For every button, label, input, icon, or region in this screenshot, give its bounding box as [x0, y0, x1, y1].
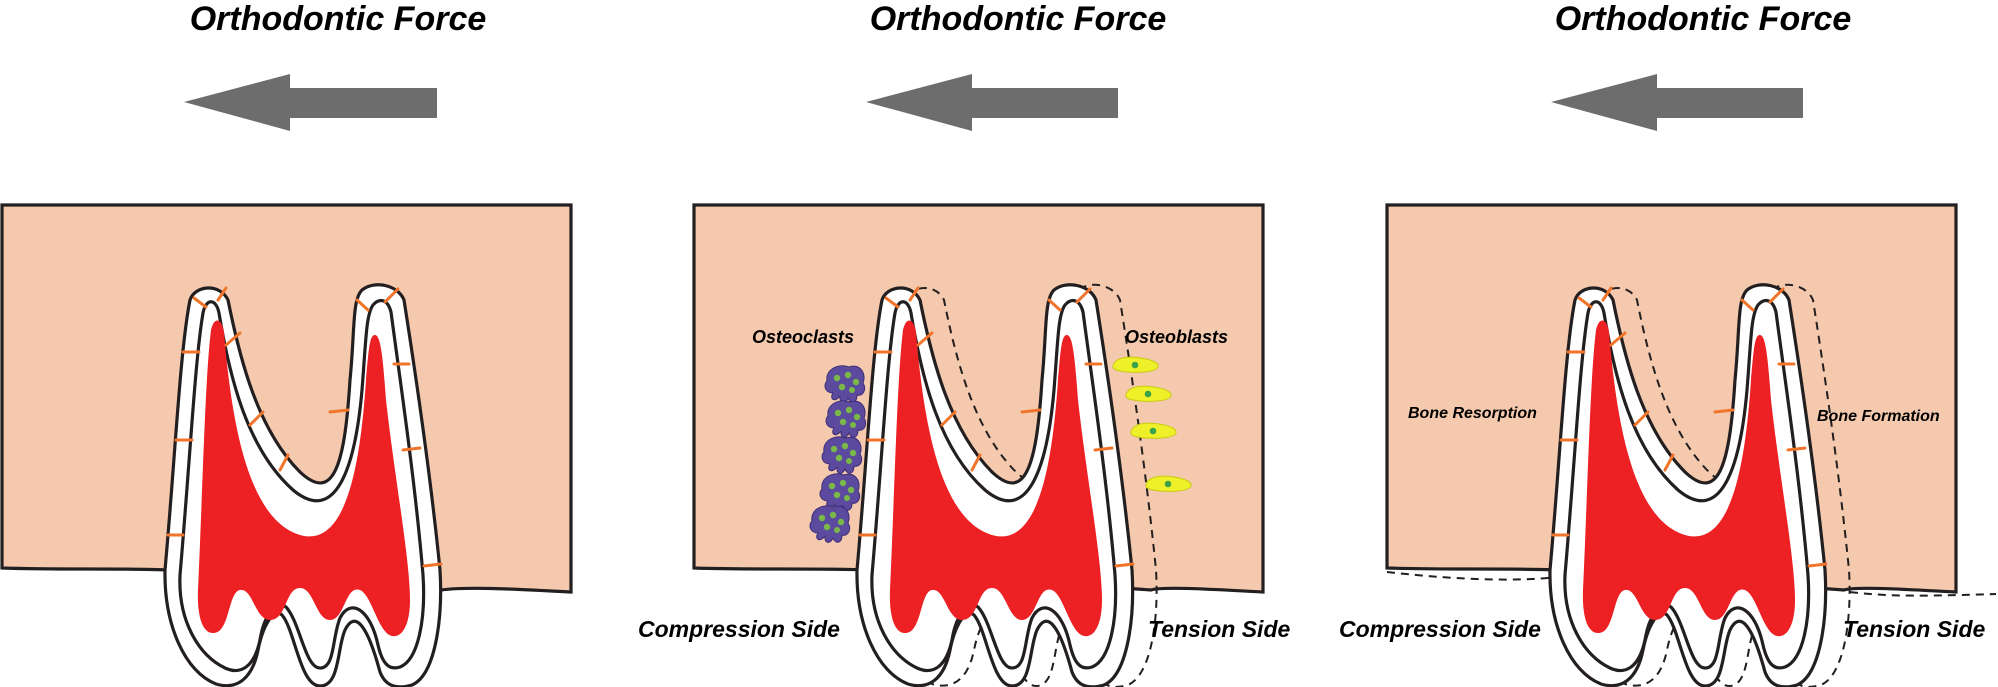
- panel-1-title: Orthodontic Force: [190, 0, 487, 38]
- panel-2: Orthodontic Force Osteoclasts Osteoblast…: [638, 0, 1290, 687]
- tension-side-label: Tension Side: [1148, 616, 1290, 642]
- force-arrow-icon: [1551, 74, 1803, 131]
- tension-side-label: Tension Side: [1843, 616, 1985, 642]
- osteoblasts-label: Osteoblasts: [1125, 327, 1228, 347]
- force-arrow-icon: [184, 74, 437, 131]
- osteoclasts-label: Osteoclasts: [752, 327, 854, 347]
- bone-resorption-label: Bone Resorption: [1408, 405, 1537, 422]
- panel-3-title: Orthodontic Force: [1555, 0, 1852, 38]
- compression-side-label: Compression Side: [1339, 616, 1541, 642]
- compression-side-label: Compression Side: [638, 616, 840, 642]
- force-arrow-icon: [866, 74, 1118, 131]
- bone-formation-label: Bone Formation: [1817, 408, 1940, 425]
- original-bone-outline: [1386, 571, 1571, 581]
- panel-2-title: Orthodontic Force: [870, 0, 1167, 38]
- panel-1: Orthodontic Force: [0, 0, 573, 687]
- original-bone-outline: [1849, 591, 1997, 597]
- panel-3: Orthodontic Force Bone Resorption Bone F…: [1339, 0, 1997, 687]
